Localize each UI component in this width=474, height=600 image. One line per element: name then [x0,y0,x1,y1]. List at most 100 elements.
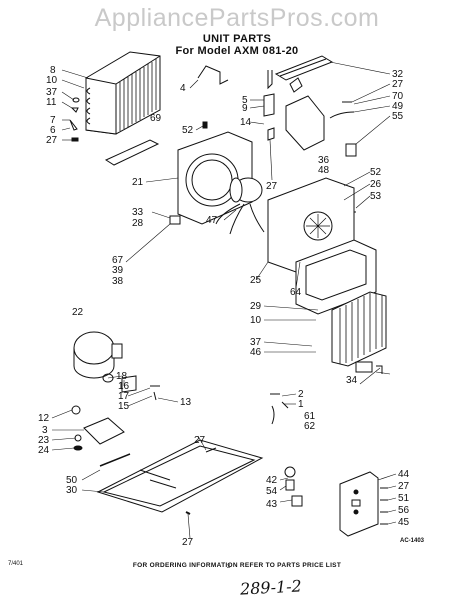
callout-label: 54 [266,486,278,497]
callout-label: 25 [250,275,262,286]
callout-label: 37 [46,87,58,98]
panel-screws [380,487,388,525]
capacitor-bracket [355,361,373,373]
grille-strip [104,139,160,166]
callout-label: 46 [250,347,262,358]
callout-label: 27 [398,481,410,492]
callout-label: 43 [266,499,278,510]
handwritten-note: 289-1-2 [239,576,303,599]
callout-label: 67 [112,255,124,266]
pin [329,101,355,119]
callout-label: 37 [250,337,262,348]
rod [99,453,131,467]
callout-label: 50 [66,475,78,486]
callout-label: 28 [132,218,144,229]
callout-label: 10 [250,315,262,326]
callout-label: 6 [50,125,56,136]
callout-label: 27 [46,135,58,146]
callout-label: 7 [50,115,56,126]
callout-label: 70 [392,91,404,102]
callout-label: 32 [392,69,404,80]
callout-label: 12 [38,413,50,424]
drawing-code: AC-1403 [400,538,425,544]
callout-label: 27 [194,435,206,446]
left-small-parts [69,97,80,142]
knob [267,127,275,141]
callout-label: 53 [370,191,382,202]
mount-bracket [169,215,181,225]
callout-label: 22 [72,307,84,318]
callout-label: 5 [242,95,248,106]
relay [345,143,357,157]
evaporator-frame [295,239,377,315]
wire-harness [270,393,289,425]
callout-label: 10 [46,75,58,86]
base-pan [96,439,264,513]
condenser-coil-left [85,51,161,135]
leader-lines [51,61,397,539]
control-bracket [285,95,325,151]
callout-label: 33 [132,207,144,218]
callout-label: 27 [266,181,278,192]
callout-label: 56 [398,505,410,516]
callout-label: 14 [240,117,252,128]
callout-label: 29 [250,301,262,312]
page-number: 2 [227,564,231,570]
overload [121,375,137,393]
watermark: AppliancePartsPros.com [94,4,380,32]
terminal-cover [102,373,114,383]
callout-label: 17 [118,391,130,402]
callout-label: 30 [66,485,78,496]
diagram-title: UNIT PARTS For Model AXM 081-20 [0,33,474,57]
callout-label: 18 [116,371,128,382]
callout-label: 16 [118,381,130,392]
callout-label: 61 [304,411,316,422]
callout-label: 55 [392,111,404,122]
callout-label: 42 [266,475,278,486]
callout-label: 64 [290,287,302,298]
wire-clip [376,365,383,374]
callout-label: 2 [298,389,304,400]
fitting [289,77,303,93]
callout-label: 36 [318,155,330,166]
callout-label: 34 [346,375,358,386]
wire-lead [150,385,160,401]
callout-label: 9 [242,103,248,114]
model-text: For Model AXM 081-20 [175,45,299,57]
callout-label: 48 [318,165,330,176]
callout-label: 27 [182,537,194,548]
corner-code: 7/401 [8,561,24,567]
callout-label: 24 [38,445,50,456]
callout-label: 45 [398,517,410,528]
callout-label: 13 [180,397,192,408]
fan-motor [215,177,265,235]
clip [267,70,273,90]
callout-label: 15 [118,401,130,412]
callout-label: 49 [392,101,404,112]
callout-label: 47 [206,215,218,226]
callout-label: 26 [370,179,382,190]
compressor-base [71,405,125,451]
callout-label: 51 [398,493,410,504]
callout-label: 62 [304,421,316,432]
callout-label: 52 [182,125,194,136]
callout-label: 8 [50,65,56,76]
callout-label: 44 [398,469,410,480]
callout-label: 23 [38,435,50,446]
callout-label: 52 [370,167,382,178]
callout-label: 69 [150,113,162,124]
screw-27 [205,447,217,453]
callout-label: 27 [392,79,404,90]
ordering-footer: FOR ORDERING INFORMATION REFER TO PARTS … [132,562,342,569]
callout-label: 21 [132,177,144,188]
callout-label: 4 [180,83,186,94]
callout-label: 1 [298,399,304,410]
thermostat-parts [284,466,303,507]
callout-label: 3 [42,425,48,436]
title-text: UNIT PARTS [202,33,272,45]
evaporator-coil-right [331,291,387,367]
compressor [73,331,123,379]
bracket [197,65,229,85]
fan-shroud [177,131,253,225]
